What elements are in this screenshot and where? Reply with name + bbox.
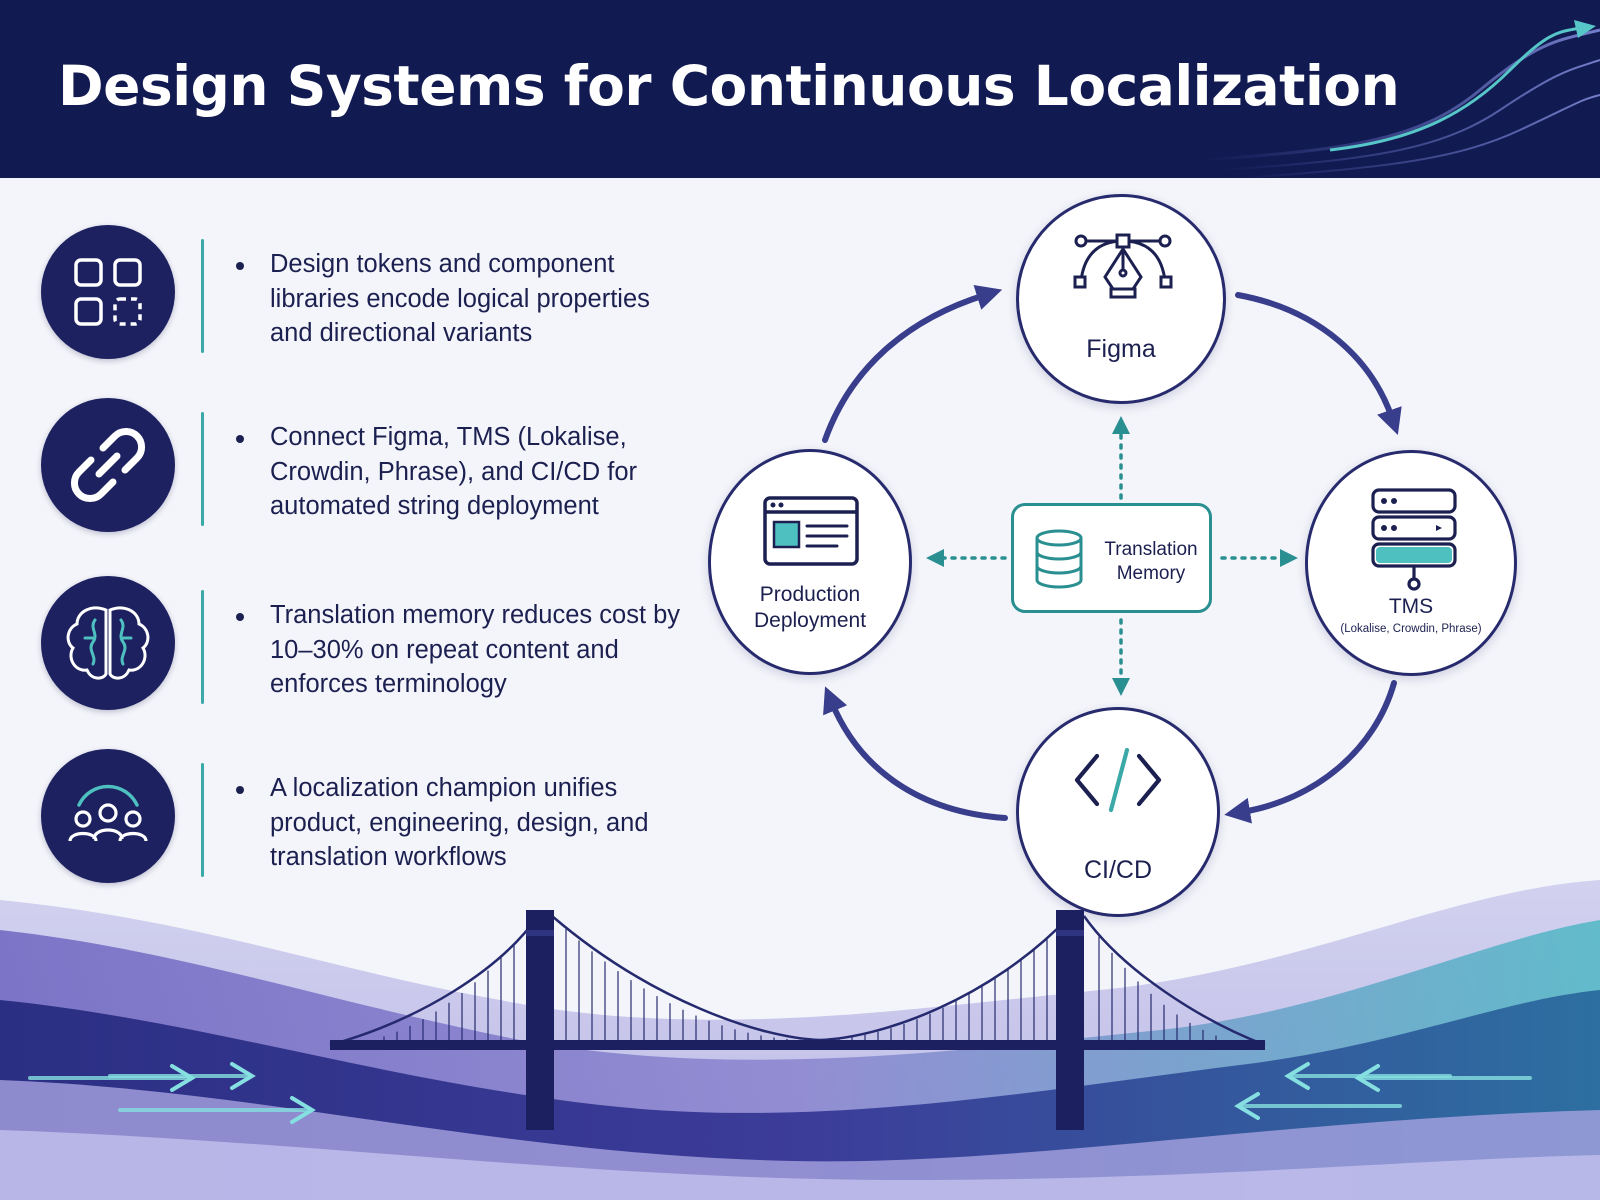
bullet-text: A localization champion unifies product,…	[270, 774, 649, 871]
cicd-node[interactable]: CI/CD	[1016, 707, 1220, 917]
cicd-label: CI/CD	[1083, 856, 1153, 884]
browser-window-icon	[763, 496, 859, 566]
header-arrowhead-icon	[1574, 20, 1596, 38]
list-item: Design tokens and component libraries en…	[0, 225, 720, 365]
bullet-dot	[236, 613, 244, 621]
list-item: Translation memory reduces cost by 10–30…	[0, 576, 720, 716]
arrow-deploy-to-figma	[822, 284, 1003, 443]
bullet-dot	[236, 435, 244, 443]
bullet-text: Connect Figma, TMS (Lokalise, Crowdin, P…	[270, 423, 638, 520]
translation-memory-label: Translation Memory	[1104, 539, 1198, 584]
deploy-node[interactable]: Production Deployment	[708, 449, 912, 675]
figma-node[interactable]: Figma	[1016, 194, 1226, 404]
arrow-tms-to-cicd	[1224, 680, 1397, 824]
bullet-dot	[236, 786, 244, 794]
tms-label: TMS	[1388, 595, 1434, 618]
header-banner: Design Systems for Continuous Localizati…	[0, 0, 1600, 178]
bullet-text: Translation memory reduces cost by 10–30…	[270, 601, 681, 698]
tms-sublabel: (Lokalise, Crowdin, Phrase)	[1340, 623, 1482, 635]
arrow-cicd-to-deploy	[823, 686, 1008, 821]
arrow-figma-to-tms	[1235, 292, 1402, 436]
pen-tool-icon	[1073, 233, 1173, 299]
bullet-dot	[236, 262, 244, 270]
brain-icon	[41, 576, 175, 710]
divider	[201, 763, 204, 877]
header-swoosh	[1199, 20, 1600, 178]
team-icon	[41, 749, 175, 883]
deploy-label: Production Deployment	[753, 583, 867, 632]
bullet-list: Design tokens and component libraries en…	[0, 0, 720, 900]
tms-node[interactable]: TMS (Lokalise, Crowdin, Phrase)	[1305, 450, 1517, 676]
translation-memory-box[interactable]: Translation Memory	[1011, 503, 1212, 613]
list-item: Connect Figma, TMS (Lokalise, Crowdin, P…	[0, 398, 720, 538]
database-icon	[1035, 529, 1083, 589]
divider	[201, 239, 204, 353]
server-icon	[1371, 488, 1457, 591]
code-icon	[1074, 747, 1162, 813]
figma-label: Figma	[1086, 335, 1156, 363]
bridge-illustration	[0, 880, 1600, 1200]
list-item: A localization champion unifies product,…	[0, 749, 720, 889]
bullet-text: Design tokens and component libraries en…	[270, 250, 650, 347]
divider	[201, 412, 204, 526]
page-title: Design Systems for Continuous Localizati…	[58, 54, 1400, 118]
link-icon	[41, 398, 175, 532]
component-grid-icon	[41, 225, 175, 359]
divider	[201, 590, 204, 704]
